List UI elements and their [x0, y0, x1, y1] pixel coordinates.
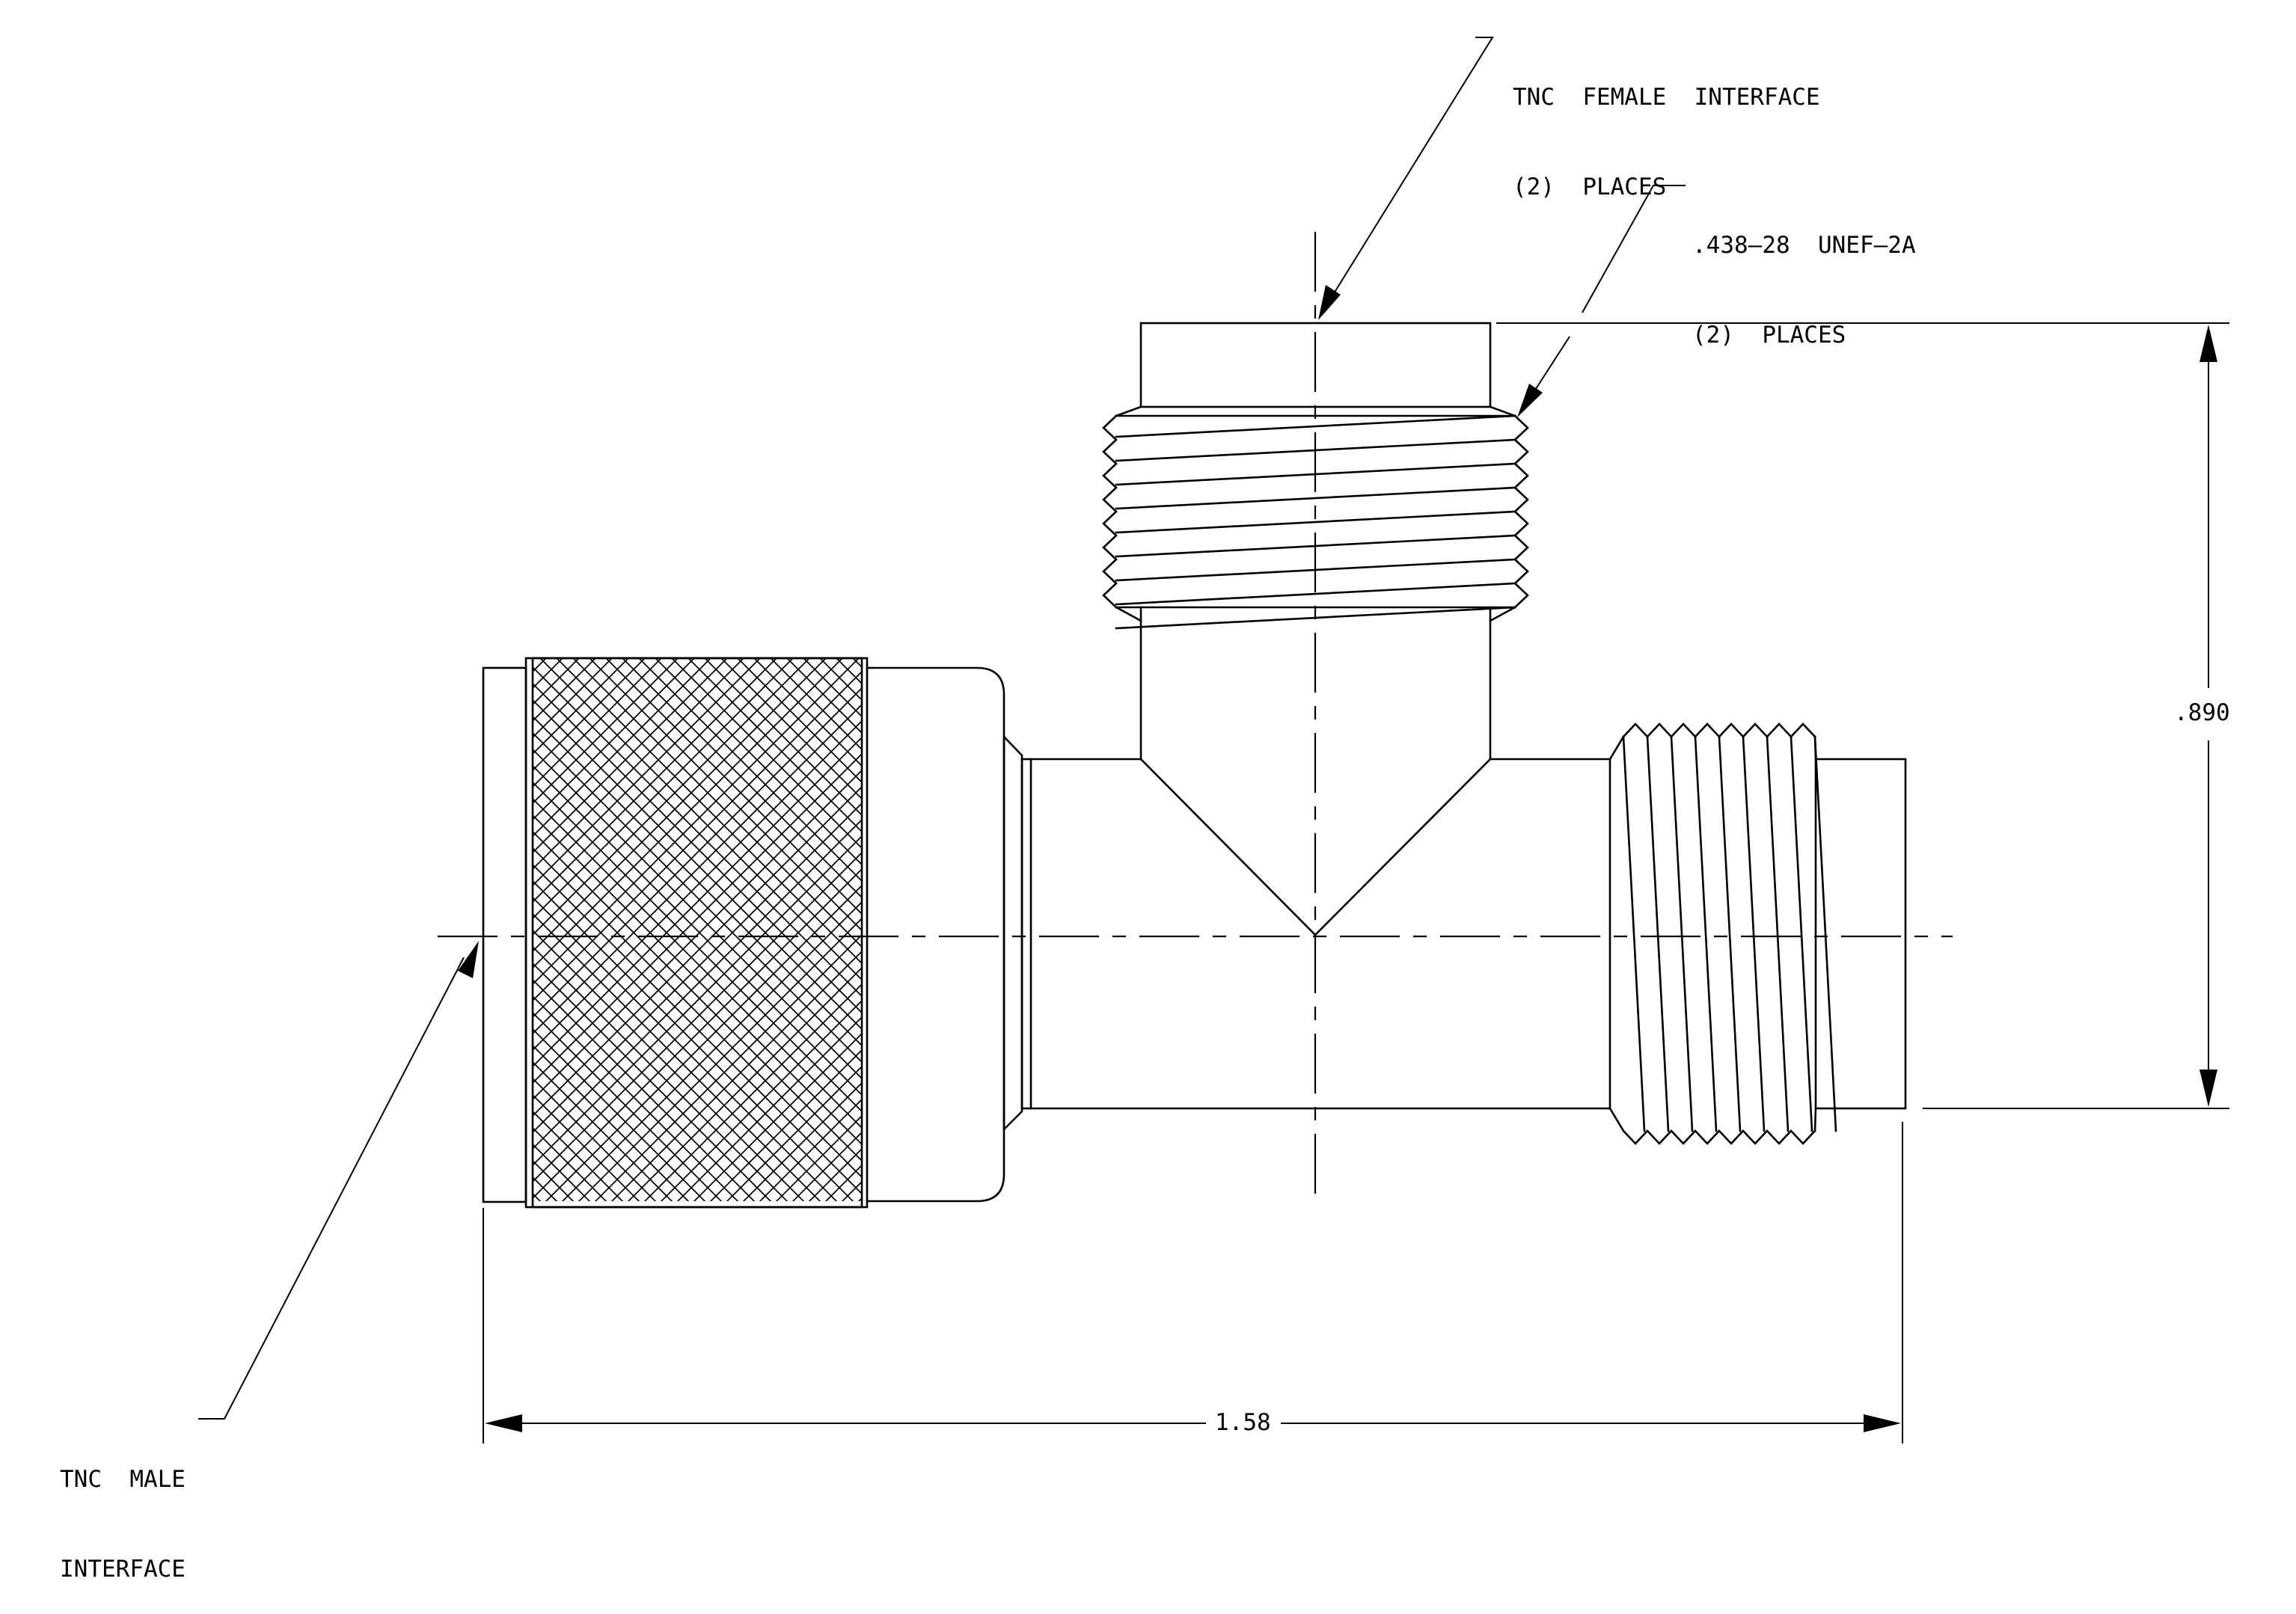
thread-spec-note: .438–28 UNEF–2A (2) PLACES [1692, 171, 1916, 380]
knurled-grip [533, 658, 862, 1201]
length-dimension [483, 1122, 1903, 1443]
height-dimension [1496, 322, 2229, 1109]
height-dimension-label: .890 [2170, 699, 2235, 726]
male-interface-line2: INTERFACE [60, 1556, 186, 1583]
right-female-port [1608, 722, 1907, 1145]
shoulder [1002, 734, 1032, 1132]
tee-body [1029, 619, 1611, 1110]
top-thread [1102, 414, 1529, 630]
top-female-port [1102, 322, 1529, 630]
female-interface-line2: (2) PLACES [1513, 174, 1667, 200]
leader-male-interface [198, 941, 479, 1420]
male-interface-note: TNC MALE INTERFACE [60, 1405, 186, 1614]
male-coupling-nut [482, 657, 1005, 1209]
thread-spec-line1: .438–28 UNEF–2A [1692, 232, 1916, 259]
leader-thread-spec [1517, 185, 1686, 417]
female-interface-note: TNC FEMALE INTERFACE (2) PLACES [1513, 22, 1820, 232]
male-interface-line1: TNC MALE [60, 1466, 186, 1493]
female-interface-line1: TNC FEMALE INTERFACE [1513, 84, 1820, 111]
right-thread [1608, 722, 1837, 1145]
thread-spec-line2: (2) PLACES [1692, 322, 1846, 349]
leader-female-interface [1318, 37, 1494, 320]
tee-adapter-drawing [198, 37, 2229, 1443]
length-dimension-label: 1.58 [1210, 1409, 1276, 1436]
